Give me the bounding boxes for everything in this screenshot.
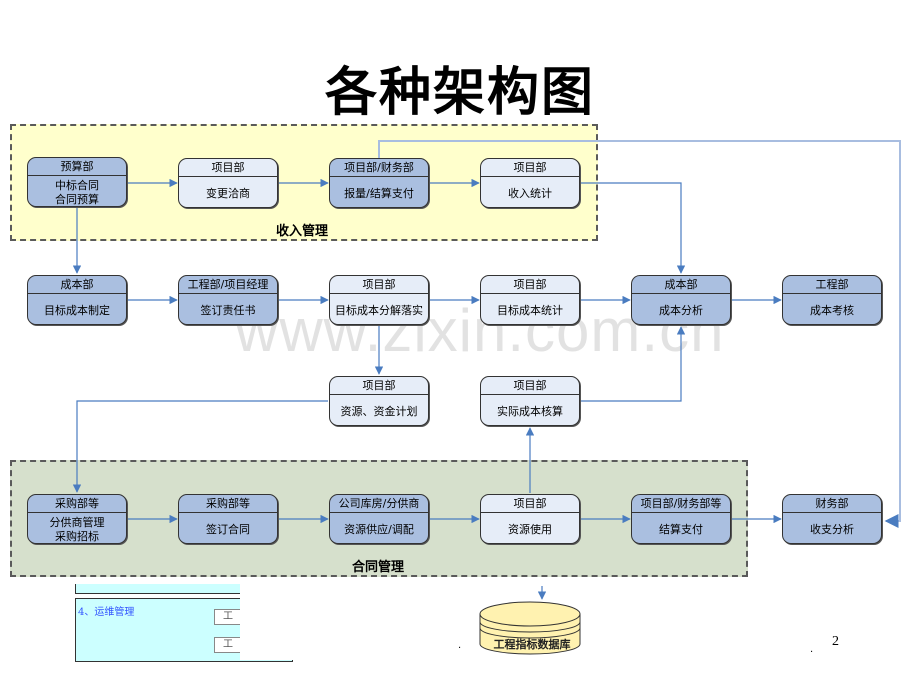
node-dept: 预算部 bbox=[28, 158, 126, 176]
panel-label: 4、运维管理 bbox=[78, 607, 135, 618]
node-cost-assessment[interactable]: 工程部 成本考核 bbox=[782, 275, 882, 325]
node-dept: 采购部等 bbox=[28, 495, 126, 513]
node-change-negotiation[interactable]: 项目部 变更洽商 bbox=[178, 158, 278, 208]
node-report-payment[interactable]: 项目部/财务部 报量/结算支付 bbox=[329, 158, 429, 208]
node-procurement[interactable]: 采购部等 分供商管理 采购招标 bbox=[27, 494, 127, 544]
node-decompose[interactable]: 项目部 目标成本分解落实 bbox=[329, 275, 429, 325]
contract-group-label: 合同管理 bbox=[352, 560, 405, 575]
node-dept: 项目部 bbox=[330, 377, 428, 395]
node-task: 签订合同 bbox=[206, 523, 250, 536]
node-task: 收入统计 bbox=[508, 187, 552, 200]
dot-mark: . bbox=[458, 640, 462, 651]
node-task: 变更洽商 bbox=[206, 187, 250, 200]
node-dept: 项目部/财务部 bbox=[330, 159, 428, 177]
node-task: 中标合同 bbox=[55, 179, 99, 192]
node-income-stat[interactable]: 项目部 收入统计 bbox=[480, 158, 580, 208]
node-settlement[interactable]: 项目部/财务部等 结算支付 bbox=[631, 494, 731, 544]
node-dept: 工程部/项目经理 bbox=[179, 276, 277, 294]
node-responsibility[interactable]: 工程部/项目经理 签订责任书 bbox=[178, 275, 278, 325]
node-task: 实际成本核算 bbox=[497, 405, 563, 418]
node-dept: 项目部 bbox=[179, 159, 277, 177]
node-dept: 项目部 bbox=[481, 495, 579, 513]
node-task: 成本分析 bbox=[659, 304, 703, 317]
panel-cover bbox=[240, 580, 300, 660]
node-dept: 财务部 bbox=[783, 495, 881, 513]
node-resource-plan[interactable]: 项目部 资源、资金计划 bbox=[329, 376, 429, 426]
node-supply[interactable]: 公司库房/分供商 资源供应/调配 bbox=[329, 494, 429, 544]
node-resource-usage[interactable]: 项目部 资源使用 bbox=[480, 494, 580, 544]
node-dept: 项目部 bbox=[481, 377, 579, 395]
arrow-report-to-finance bbox=[378, 140, 901, 528]
node-cost-analysis[interactable]: 成本部 成本分析 bbox=[631, 275, 731, 325]
node-task: 结算支付 bbox=[659, 523, 703, 536]
node-dept: 项目部 bbox=[330, 276, 428, 294]
arrow-actual-cost-to-cost-analysis bbox=[581, 326, 686, 402]
node-task: 成本考核 bbox=[810, 304, 854, 317]
node-dept: 成本部 bbox=[632, 276, 730, 294]
database-cylinder bbox=[479, 601, 581, 655]
node-dept: 成本部 bbox=[28, 276, 126, 294]
database-label: 工程指标数据库 bbox=[493, 638, 571, 651]
node-task: 目标成本分解落实 bbox=[335, 304, 423, 317]
node-dept: 项目部/财务部等 bbox=[632, 495, 730, 513]
node-task: 资源使用 bbox=[508, 523, 552, 536]
node-sign-contract[interactable]: 采购部等 签订合同 bbox=[178, 494, 278, 544]
node-dept: 工程部 bbox=[783, 276, 881, 294]
node-task: 资源供应/调配 bbox=[344, 523, 414, 536]
node-finance-analysis[interactable]: 财务部 收支分析 bbox=[782, 494, 882, 544]
node-task: 收支分析 bbox=[810, 523, 854, 536]
node-task: 目标成本制定 bbox=[44, 304, 110, 317]
node-target-cost[interactable]: 成本部 目标成本制定 bbox=[27, 275, 127, 325]
node-target-stat[interactable]: 项目部 目标成本统计 bbox=[480, 275, 580, 325]
node-dept: 项目部 bbox=[481, 276, 579, 294]
dot-mark: . bbox=[810, 644, 814, 655]
page-number: 2 bbox=[832, 634, 839, 649]
arrow-income-stat-to-cost-analysis bbox=[581, 182, 686, 274]
node-actual-cost[interactable]: 项目部 实际成本核算 bbox=[480, 376, 580, 426]
node-budget-dept[interactable]: 预算部 中标合同 合同预算 bbox=[27, 157, 127, 207]
page-title: 各种架构图 bbox=[324, 63, 595, 123]
node-task: 分供商管理 bbox=[49, 516, 105, 529]
arrow-resource-plan-to-procurement bbox=[72, 400, 328, 493]
node-dept: 采购部等 bbox=[179, 495, 277, 513]
node-task: 资源、资金计划 bbox=[340, 405, 418, 418]
node-task: 采购招标 bbox=[55, 530, 99, 543]
node-task: 目标成本统计 bbox=[497, 304, 563, 317]
node-task: 合同预算 bbox=[55, 193, 99, 206]
income-group-label: 收入管理 bbox=[276, 224, 329, 239]
node-task: 签订责任书 bbox=[200, 304, 256, 317]
node-task: 报量/结算支付 bbox=[344, 187, 414, 200]
node-dept: 项目部 bbox=[481, 159, 579, 177]
node-dept: 公司库房/分供商 bbox=[330, 495, 428, 513]
